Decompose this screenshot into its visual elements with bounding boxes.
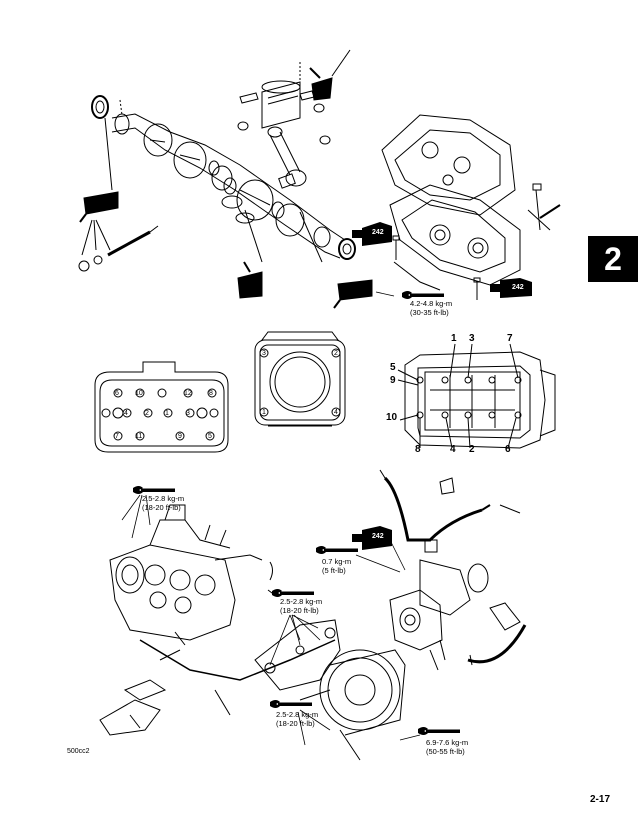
torque-imperial: (30-35 ft-lb) bbox=[410, 308, 449, 317]
torque-spec: 2.5-2.8 kg-m (18-20 ft-lb) bbox=[142, 494, 184, 512]
case-seq-bottom: 8 bbox=[415, 444, 421, 455]
case-seq-left: 10 bbox=[386, 412, 398, 423]
case-seq-top: 7 bbox=[507, 333, 513, 344]
torque-imperial: (18-20 ft-lb) bbox=[142, 503, 181, 512]
case-seq-top: 1 bbox=[451, 333, 457, 344]
case-seq-bottom: 4 bbox=[450, 444, 456, 455]
wrench-icons bbox=[133, 291, 460, 735]
loctite-label: 242 bbox=[372, 533, 384, 540]
torque-spec: 6.9-7.6 kg-m (50-55 ft-lb) bbox=[426, 738, 468, 756]
torque-value: 2.5-2.8 kg-m bbox=[280, 597, 323, 606]
torque-value: 0.7 kg-m bbox=[322, 557, 352, 566]
head-seq-label: 12 bbox=[184, 390, 192, 397]
case-seq-left: 9 bbox=[390, 375, 396, 386]
loctite-label: 242 bbox=[372, 229, 384, 236]
page-number: 2-17 bbox=[589, 794, 610, 805]
torque-value: 4.2-4.8 kg-m bbox=[410, 299, 453, 308]
cylinder-drawing bbox=[254, 331, 346, 427]
torque-imperial: (50-55 ft-lb) bbox=[426, 747, 465, 756]
head-seq-label: 2 bbox=[145, 410, 149, 417]
loctite-label: 242 bbox=[512, 284, 524, 291]
head-seq-label: 1 bbox=[165, 410, 169, 417]
head-seq-label: 8 bbox=[209, 390, 213, 397]
crankshaft-piston-drawing bbox=[78, 49, 373, 309]
figure-code: 500cc2 bbox=[67, 748, 90, 755]
crankcase-drawing bbox=[381, 114, 561, 300]
cyl-seq-label: 3 bbox=[262, 350, 266, 357]
head-seq-label: 5 bbox=[208, 433, 212, 440]
cylinder-head-drawing bbox=[94, 361, 229, 453]
engine-assembly-drawing bbox=[99, 504, 406, 761]
torque-spec: 4.2-4.8 kg-m (30-35 ft-lb) bbox=[410, 299, 452, 317]
loctite-bottles bbox=[352, 222, 532, 550]
torque-imperial: (5 ft-lb) bbox=[322, 566, 346, 575]
head-seq-label: 11 bbox=[135, 433, 143, 440]
cyl-seq-label: 4 bbox=[334, 409, 338, 416]
head-seq-label: 4 bbox=[124, 410, 128, 417]
torque-imperial: (18-20 ft-lb) bbox=[276, 719, 315, 728]
head-seq-label: 10 bbox=[135, 390, 143, 397]
torque-leaders bbox=[121, 291, 421, 746]
section-tab: 2 bbox=[588, 236, 638, 282]
torque-value: 2.5-2.8 kg-m bbox=[142, 494, 185, 503]
case-seq-bottom: 2 bbox=[469, 444, 475, 455]
cyl-seq-label: 1 bbox=[262, 409, 266, 416]
case-seq-top: 3 bbox=[469, 333, 475, 344]
case-seq-left: 5 bbox=[390, 362, 396, 373]
torque-value: 2.5-2.8 kg-m bbox=[276, 710, 319, 719]
torque-spec: 2.5-2.8 kg-m (18-20 ft-lb) bbox=[280, 597, 322, 615]
head-seq-label: 3 bbox=[186, 410, 190, 417]
head-seq-label: 6 bbox=[115, 390, 119, 397]
case-seq-bottom: 6 bbox=[505, 444, 511, 455]
torque-value: 6.9-7.6 kg-m bbox=[426, 738, 469, 747]
head-seq-label: 9 bbox=[178, 433, 182, 440]
head-seq-label: 7 bbox=[115, 433, 119, 440]
water-pump-hoses-drawing bbox=[379, 469, 527, 671]
torque-spec: 0.7 kg-m (5 ft-lb) bbox=[322, 557, 351, 575]
torque-spec: 2.5-2.8 kg-m (18-20 ft-lb) bbox=[276, 710, 318, 728]
torque-imperial: (18-20 ft-lb) bbox=[280, 606, 319, 615]
crankcase-torque-sequence-drawing bbox=[397, 343, 556, 449]
cyl-seq-label: 2 bbox=[334, 350, 338, 357]
